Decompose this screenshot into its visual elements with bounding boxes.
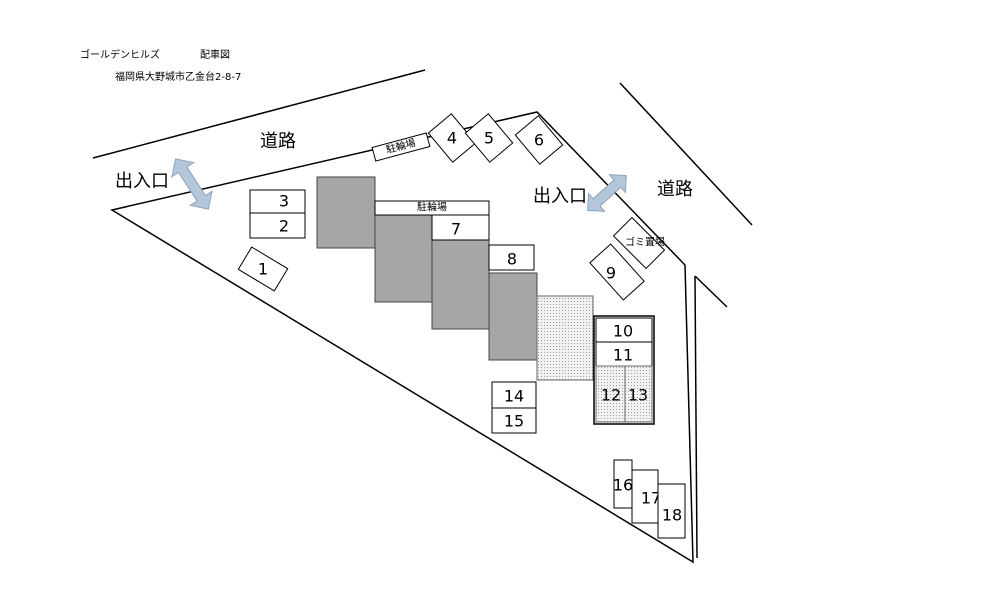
entrance-arrow-left-icon <box>171 158 213 210</box>
parking-space-6: 6 <box>514 115 564 165</box>
building-block-4 <box>488 272 538 361</box>
space-number-3: 3 <box>279 192 289 211</box>
parking-space-1: 1 <box>237 246 289 292</box>
parking-space-17 <box>631 469 659 524</box>
space-number-13: 13 <box>628 386 648 405</box>
entrance-label-right: 出入口 <box>533 186 587 207</box>
parking-space-9 <box>589 243 645 301</box>
space-number: 1 <box>258 260 268 279</box>
parking-space-8 <box>488 244 535 271</box>
space-number-15: 15 <box>504 412 524 431</box>
building-block-2 <box>374 214 433 303</box>
parking-space-12 <box>595 365 626 423</box>
dotted-area <box>536 295 594 381</box>
space-group-10-13 <box>593 315 655 425</box>
road-label-left: 道路 <box>260 131 296 152</box>
road-label-right: 道路 <box>657 179 693 200</box>
road-edge-right-lower <box>694 275 728 308</box>
bike-parking-center-label: 駐輪場 <box>417 201 447 214</box>
space-number-12: 12 <box>601 386 621 405</box>
space-number: 4 <box>447 129 457 148</box>
space-number: 6 <box>534 131 544 150</box>
road-edge-left <box>92 69 426 159</box>
parking-space-4: 4 <box>427 113 477 163</box>
space-number-8: 8 <box>507 250 517 269</box>
space-number-17: 17 <box>641 489 661 508</box>
parking-space-11 <box>595 341 653 367</box>
parking-space-18 <box>657 483 686 539</box>
space-number: 5 <box>484 129 494 148</box>
building-block-3 <box>431 239 490 330</box>
entrance-arrow-right-icon <box>587 174 627 212</box>
parking-space-10 <box>595 317 653 343</box>
road-edge-right-vertical <box>694 275 698 559</box>
parking-space-7 <box>431 214 490 241</box>
entrance-label-left: 出入口 <box>115 171 169 192</box>
building-block-1 <box>316 176 376 249</box>
parking-space-15 <box>491 407 537 434</box>
parking-space-3 <box>249 189 306 214</box>
space-number-16: 16 <box>613 476 633 495</box>
property-address: 福岡県大野城市乙金台2-8-7 <box>115 70 241 83</box>
garbage-station <box>612 216 666 270</box>
space-number-18: 18 <box>662 506 682 525</box>
space-number-11: 11 <box>613 346 633 365</box>
bike-parking-top: 駐輪場 <box>371 132 431 162</box>
parking-space-5: 5 <box>464 113 514 163</box>
property-name: ゴールデンヒルズ <box>80 48 160 61</box>
space-number-9: 9 <box>606 264 616 283</box>
space-number-2: 2 <box>279 217 289 236</box>
parking-space-2 <box>249 212 306 239</box>
space-number-7: 7 <box>451 220 461 239</box>
diagram-subtitle: 配車図 <box>200 48 230 61</box>
space-number-14: 14 <box>504 387 524 406</box>
parking-space-13 <box>624 365 653 423</box>
road-edge-right-upper <box>619 82 753 226</box>
garbage-station-label: ゴミ置場 <box>625 236 665 249</box>
space-number-10: 10 <box>613 322 633 341</box>
